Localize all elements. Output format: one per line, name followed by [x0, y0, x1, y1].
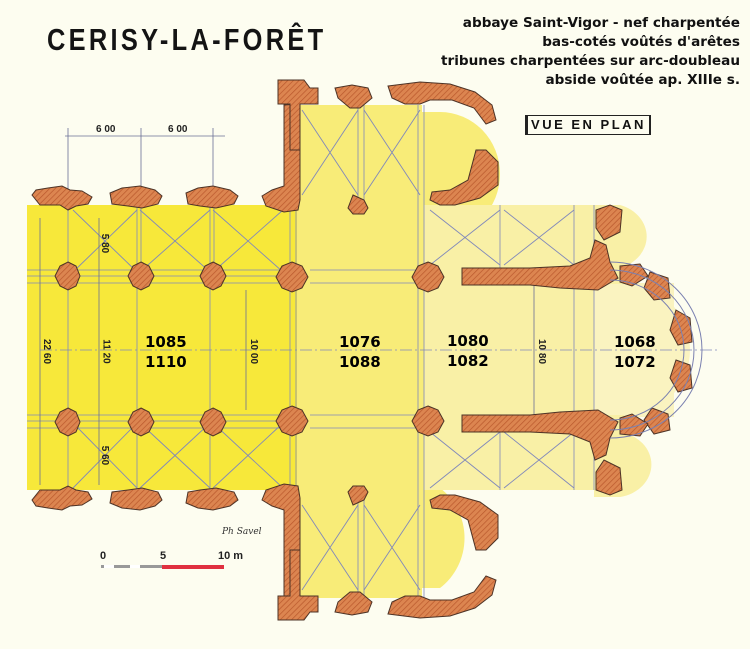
scale-bar — [101, 565, 224, 569]
signature: Ph Savel — [222, 527, 262, 537]
dim-bay-1: 6 00 — [96, 124, 116, 135]
masonry — [31, 79, 693, 621]
dim-bay-2: 6 00 — [168, 124, 188, 135]
dim-nave-inner: 10 00 — [248, 338, 260, 365]
page-title: CERISY-LA-FORÊT — [47, 22, 327, 57]
dimension-lines — [39, 128, 535, 485]
apse-outline — [609, 261, 703, 439]
description-line: tribunes charpentées sur arc-doubleau — [441, 53, 740, 69]
description-line: abside voûtée ap. XIIIe s. — [545, 72, 740, 88]
description-line: bas-cotés voûtés d'arêtes — [542, 34, 740, 50]
description-line: abbaye Saint-Vigor - nef charpentée — [462, 15, 740, 31]
dim-choir-width: 10 80 — [536, 338, 548, 365]
scale-label-mid: 5 — [160, 550, 167, 562]
scale-label-zero: 0 — [100, 550, 107, 562]
date-nave: 1085 1110 — [145, 333, 187, 371]
dim-total-width: 22 60 — [41, 338, 53, 365]
dim-aisle-south: 5 60 — [99, 445, 111, 466]
scale-label-end: 10 m — [218, 550, 244, 562]
date-crossing: 1076 1088 — [339, 333, 381, 371]
floor-fills — [27, 105, 690, 598]
description-block: abbaye Saint-Vigor - nef charpentée bas-… — [441, 14, 740, 90]
date-choir: 1080 1082 — [447, 332, 489, 370]
view-label: VUE EN PLAN — [525, 115, 651, 135]
vault-lines — [72, 109, 575, 591]
dim-nave-width: 11 20 — [100, 339, 112, 364]
dim-aisle-north: 5 80 — [99, 233, 111, 254]
date-apse: 1068 1072 — [614, 333, 656, 371]
